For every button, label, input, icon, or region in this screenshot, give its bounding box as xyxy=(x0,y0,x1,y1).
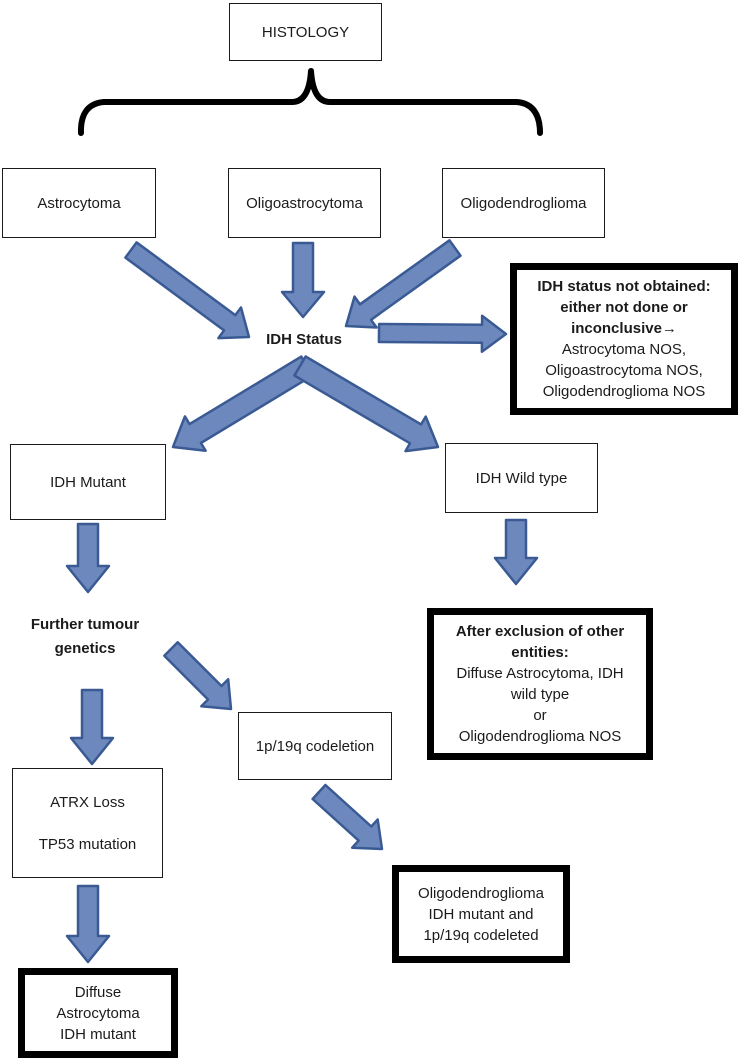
brace xyxy=(77,68,543,136)
arrow-genetics-to-codeletion xyxy=(163,641,233,711)
node-atrx-tp53: ATRX Loss TP53 mutation xyxy=(12,768,163,878)
node-further-genetics-label: Further tumour genetics xyxy=(20,613,150,661)
text-line: 1p/19q codeleted xyxy=(423,926,539,944)
arrow-genetics-to-atrx xyxy=(69,688,115,766)
node-idh-status-label: IDH Status xyxy=(266,331,342,348)
text-line: After exclusion of other xyxy=(455,623,625,640)
text-line: Oligodendroglioma NOS xyxy=(542,383,706,400)
text-line: Oligodendroglioma NOS xyxy=(458,728,622,745)
node-idh-status-not-obtained: IDH status not obtained: either not done … xyxy=(510,263,738,415)
node-oligodendroglioma-label: Oligodendroglioma xyxy=(460,194,587,212)
node-idh-mutant-label: IDH Mutant xyxy=(50,473,126,491)
text-line: inconclusive→ xyxy=(571,320,677,337)
text-line: or xyxy=(533,707,547,724)
node-oligoastrocytoma-label: Oligoastrocytoma xyxy=(246,194,363,212)
text-line: IDH mutant xyxy=(60,1025,136,1043)
arrow-idh-status-to-idh-wildtype xyxy=(293,355,440,453)
text-line: ATRX Loss xyxy=(50,793,125,811)
node-codeletion-label: 1p/19q codeletion xyxy=(255,737,375,755)
text-line: wild type xyxy=(510,686,570,703)
arrow-idh-status-to-idh-mutant xyxy=(171,355,314,452)
node-astrocytoma: Astrocytoma xyxy=(2,168,156,238)
text-line: TP53 mutation xyxy=(38,835,137,853)
node-idh-wildtype-label: IDH Wild type xyxy=(475,469,568,487)
text-line: genetics xyxy=(54,640,116,657)
node-histology: HISTOLOGY xyxy=(229,3,382,61)
arrow-astrocytoma-to-idh-status xyxy=(124,241,251,340)
node-codeletion: 1p/19q codeletion xyxy=(238,712,392,780)
node-idh-mutant: IDH Mutant xyxy=(10,444,166,520)
node-histology-label: HISTOLOGY xyxy=(261,23,350,41)
text-line: IDH status not obtained: xyxy=(537,278,711,295)
text-line: Oligoastrocytoma NOS, xyxy=(545,362,703,379)
arrow-idh-mutant-to-genetics xyxy=(65,522,111,594)
arrow-atrx-to-diffuse-result xyxy=(65,884,111,964)
arrow-idh-status-to-nos xyxy=(377,314,508,354)
text-line: Astrocytoma NOS, xyxy=(561,341,687,358)
text-line: IDH mutant and xyxy=(428,905,534,923)
arrow-idh-wildtype-to-exclusion xyxy=(493,518,539,586)
text-line: Further tumour xyxy=(30,616,140,633)
text-line: entities: xyxy=(511,644,569,661)
arrow-codeletion-to-oligo-result xyxy=(311,783,384,851)
node-after-exclusion: After exclusion of other entities: Diffuse… xyxy=(427,608,653,760)
text-line: Diffuse xyxy=(74,983,122,1001)
text-line: either not done or xyxy=(560,299,688,316)
arrow-oligoastrocytoma-to-idh-status xyxy=(280,241,326,319)
node-astrocytoma-label: Astrocytoma xyxy=(37,194,121,212)
node-oligodendroglioma: Oligodendroglioma xyxy=(442,168,605,238)
text-line xyxy=(85,813,89,834)
text-line: Astrocytoma xyxy=(56,1004,140,1022)
text-line: Oligodendroglioma xyxy=(418,884,544,902)
node-oligoastrocytoma: Oligoastrocytoma xyxy=(228,168,381,238)
text-line: Diffuse Astrocytoma, IDH xyxy=(456,665,624,682)
node-idh-wildtype: IDH Wild type xyxy=(445,443,598,513)
arrow-oligodendroglioma-to-idh-status xyxy=(344,239,462,329)
